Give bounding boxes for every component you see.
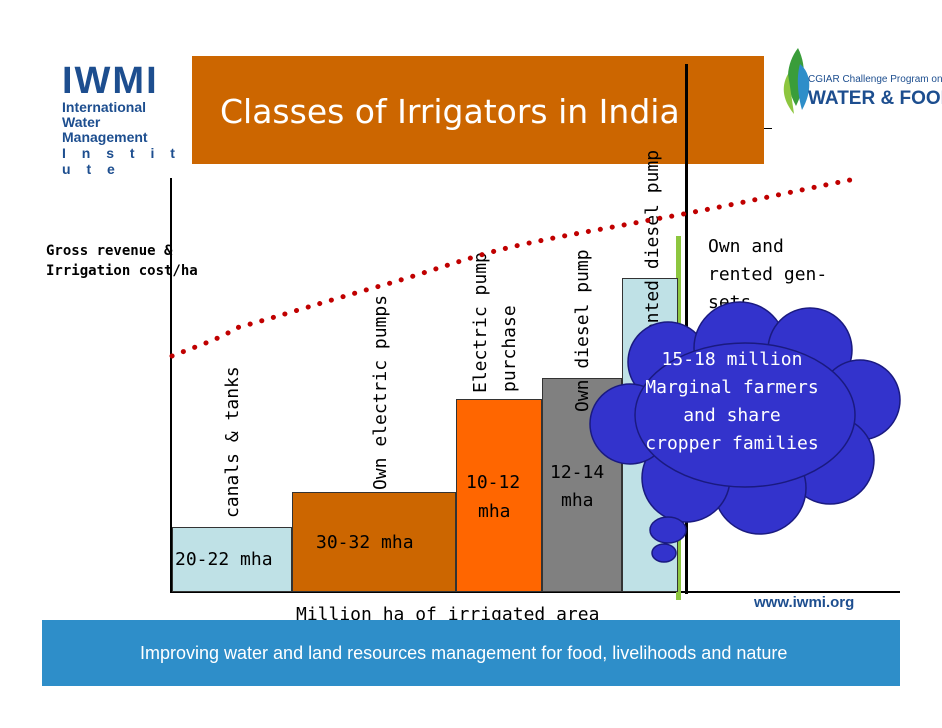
iwmi-logo-line3: Water Management: [62, 114, 148, 145]
bar-canals-tanks: [172, 527, 292, 592]
gensets-line2: rented gen-: [708, 264, 828, 285]
area-label-diesel-line1: 12-14: [550, 462, 605, 483]
cgiar-logo: CGIAR Challenge Program on WATER & FOOD: [778, 44, 942, 124]
y-axis-label-line1: Gross revenue &: [46, 243, 173, 259]
title-underline: [764, 128, 772, 129]
area-label-electric: 30-32 mha: [316, 532, 414, 553]
cloud-line1: 15-18 million: [661, 349, 803, 370]
area-label-purchase-line2: mha: [478, 501, 511, 522]
footer-text: Improving water and land resources manag…: [140, 643, 788, 663]
cgiar-logo-line2: WATER & FOOD: [808, 88, 942, 109]
x-axis: [170, 591, 900, 593]
cloud-line4: cropper families: [645, 433, 819, 454]
bar-electric-pump-purchase: [456, 399, 542, 592]
footer-banner: [42, 620, 900, 686]
cloud-line2: Marginal farmers: [645, 377, 819, 398]
bar-own-electric-pumps: [292, 492, 456, 592]
page-title: Classes of Irrigators in India: [220, 92, 680, 131]
gensets-line1: Own and: [708, 236, 784, 257]
cloud-line3: and share: [683, 405, 781, 426]
leaf-icon: [783, 48, 810, 114]
area-label-canals: 20-22 mha: [175, 549, 273, 570]
cgiar-logo-line1: CGIAR Challenge Program on: [808, 74, 942, 85]
area-label-diesel-line2: mha: [561, 490, 594, 511]
title-box: [192, 56, 764, 164]
iwmi-logo-line2: International: [62, 99, 147, 115]
iwmi-logo-acronym: IWMI: [62, 60, 159, 102]
iwmi-logo-line4: I n s t i t u t e: [62, 145, 181, 177]
website-url[interactable]: www.iwmi.org: [754, 594, 855, 611]
iwmi-logo: IWMI International Water Management I n …: [62, 60, 182, 177]
y-axis: [170, 178, 172, 593]
y-axis-label-line2: Irrigation cost/ha: [46, 263, 198, 279]
area-label-purchase-line1: 10-12: [466, 472, 521, 493]
x-axis-label: Million ha of irrigated area: [296, 604, 600, 625]
